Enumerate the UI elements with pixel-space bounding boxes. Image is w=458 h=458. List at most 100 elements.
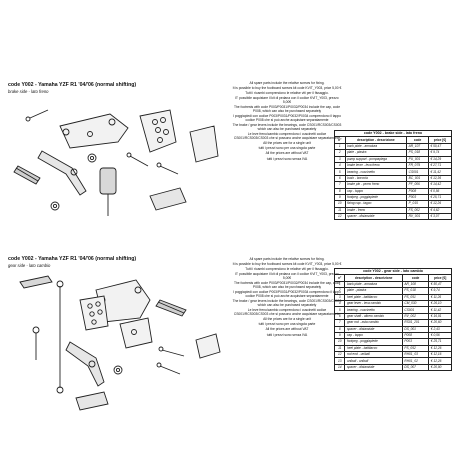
- part-number: 7: [333, 319, 346, 327]
- col-header: code: [401, 274, 430, 282]
- part-number: 8: [333, 325, 346, 333]
- part-code: RH01_02: [401, 357, 430, 365]
- part-code: AR_108: [401, 280, 430, 289]
- part-code: CM_030: [401, 299, 430, 308]
- part-price: € 12,16: [428, 351, 452, 359]
- part-code: P003: [401, 338, 430, 346]
- note: It is possible to buy the footboard scre…: [232, 86, 342, 91]
- gear-side-subtitle: gear side - lato cambio: [8, 263, 51, 268]
- part-code: DS_007: [401, 363, 430, 372]
- note: I poggiapiedi con codice P003/P0031/P003…: [233, 114, 341, 123]
- part-number: 12: [333, 351, 346, 359]
- part-price: € 9,74: [428, 287, 452, 295]
- note: tutti i prezzi sono per una singola part…: [258, 322, 316, 327]
- part-number: 13: [333, 357, 346, 365]
- part-price: € 11,26: [428, 293, 452, 301]
- part-price: € 11,42: [428, 306, 452, 314]
- part-price: € 12,26: [428, 357, 452, 365]
- brake-side-exploded-diagram: [13, 109, 219, 216]
- part-code: P008: [401, 331, 430, 340]
- part-price: € 3,07: [427, 213, 453, 221]
- note: It is possible to buy the footboard scre…: [232, 262, 342, 267]
- part-code: RV_001: [406, 213, 429, 221]
- part-price: € 26,10: [428, 299, 452, 308]
- part-price: € 25,71: [428, 338, 452, 346]
- part-number: 12: [334, 213, 346, 221]
- note: E' possibile acquistare il kit di pedana…: [235, 272, 339, 281]
- part-price: € 50,47: [428, 280, 452, 289]
- note: All spare parts include the relative scr…: [249, 81, 325, 85]
- part-code: RH01_03: [401, 351, 430, 359]
- col-header: n°: [333, 274, 346, 282]
- part-number: 14: [333, 363, 346, 372]
- note: I poggiapiedi con codice P003/P0031/P003…: [233, 290, 341, 299]
- part-code: RS01_201: [401, 319, 430, 327]
- note: Le leve freno/cambio comprendono i cusci…: [233, 308, 341, 317]
- note: The footrests with code P003/P0031/P0032…: [233, 281, 341, 290]
- part-description: spacer - distanziale: [344, 363, 403, 372]
- part-number: 2: [333, 287, 346, 295]
- note: All the prices are for a single unit: [263, 317, 311, 322]
- brake-code-title: code Y002 - Yamaha YZF R1 '04/'06 (norma…: [8, 82, 137, 88]
- gear-side-exploded-diagram: [19, 275, 221, 411]
- note: tutti i prezzi sono senza IVA: [266, 332, 308, 337]
- note: All spare parts include the relative scr…: [249, 257, 325, 261]
- note: All the prices are for a single unit: [263, 141, 311, 146]
- part-price: € 20,60: [428, 319, 452, 327]
- part-code: PS_051: [401, 293, 430, 301]
- table-title: code Y002 - gear side - lato cambio: [334, 267, 452, 276]
- part-number: 6: [333, 312, 346, 321]
- part-number: 10: [333, 338, 346, 346]
- part-number: 4: [333, 299, 346, 308]
- note: All the prices are without VAT: [265, 327, 309, 332]
- part-description: spacer - distanziale: [344, 213, 408, 221]
- part-code: DS_001: [401, 325, 430, 333]
- part-price: € 2,43: [428, 325, 452, 333]
- note: Tutti i ricambi comprendono le relative …: [245, 91, 329, 96]
- note: The brake / gear levers include the bear…: [232, 123, 342, 132]
- note: All the prices are without VAT: [265, 151, 309, 156]
- brake-notes: All spare parts include the relative scr…: [232, 81, 342, 163]
- part-code: PS_018: [401, 287, 430, 295]
- part-code: PS_052: [401, 344, 430, 353]
- note: Le leve freno/cambio comprendono i cusci…: [233, 132, 341, 141]
- part-price: € 0,56: [428, 331, 452, 340]
- part-price: € 20,90: [428, 363, 452, 372]
- note: tutti i prezzi sono per una singola part…: [258, 146, 316, 151]
- note: Tutti i ricambi comprendono le relative …: [245, 267, 329, 272]
- note: The brake / gear levers include the bear…: [232, 299, 342, 308]
- note: E' possibile acquistare il kit di pedana…: [235, 96, 339, 105]
- brake-parts-table: code Y002 - brake side - lato freno n° d…: [334, 129, 453, 221]
- col-header: price [€]: [428, 274, 452, 282]
- gear-parts-table: code Y002 - gear side - lato cambio n° d…: [333, 267, 452, 372]
- gear-code-title: code Y002 - Yamaha YZF R1 '04/'06 (norma…: [8, 256, 137, 262]
- brake-side-subtitle: brake side - lato freno: [8, 89, 49, 94]
- part-number: 9: [333, 331, 346, 340]
- note: tutti i prezzi sono senza IVA: [266, 156, 308, 161]
- gear-notes: All spare parts include the relative scr…: [232, 257, 342, 339]
- note: The footrests with code P003/P0031/P0032…: [233, 105, 341, 114]
- part-price: € 16,91: [428, 312, 452, 321]
- part-price: € 12,26: [428, 344, 452, 353]
- part-code: CS001: [401, 306, 430, 314]
- part-number: 5: [333, 306, 346, 314]
- part-code: RV_002: [401, 312, 430, 321]
- part-number: 3: [333, 293, 346, 301]
- part-number: 1: [333, 280, 346, 289]
